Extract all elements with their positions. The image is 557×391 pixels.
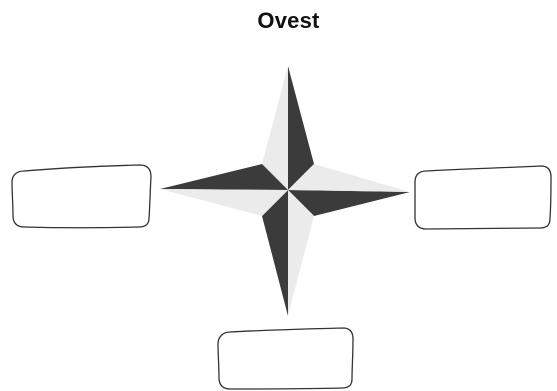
- diagram-title: Ovest: [257, 8, 320, 33]
- east-point-lower-facet: [288, 190, 410, 216]
- east-point-upper-facet: [288, 164, 410, 192]
- north-point-right-facet: [288, 66, 314, 190]
- bottom-answer-box[interactable]: [217, 327, 354, 390]
- north-point-left-facet: [262, 66, 288, 190]
- right-answer-box[interactable]: [414, 165, 552, 230]
- west-point-lower-facet: [160, 189, 288, 216]
- west-point-upper-facet: [160, 164, 288, 190]
- south-point-left-facet: [262, 190, 288, 316]
- left-answer-box[interactable]: [11, 164, 152, 229]
- compass-rose-icon: [160, 66, 410, 316]
- south-point-right-facet: [288, 190, 314, 316]
